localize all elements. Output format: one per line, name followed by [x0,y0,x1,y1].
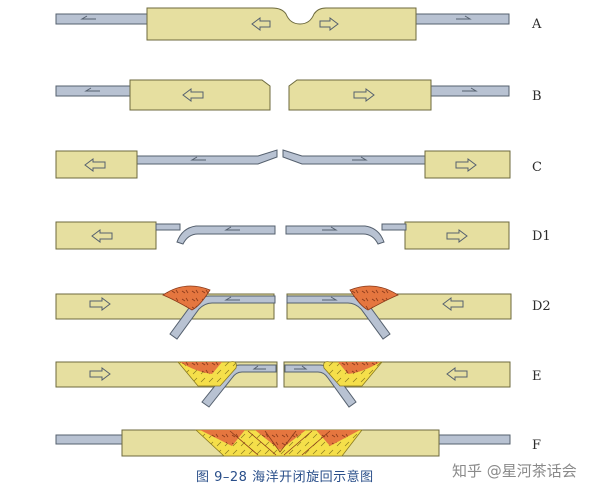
oceanic-plate-left [55,13,149,25]
figure-caption: 图 9–28 海洋开闭旋回示意图 [196,470,374,485]
oceanic-plate-left [155,223,181,231]
continent-left [55,150,138,179]
stage-label-a: A [532,17,542,32]
volcanic-arc-left [162,285,211,311]
motion-half-arrow-icon [456,15,472,20]
continent [146,7,417,41]
orogen-volcanic-zone [200,430,360,450]
oceanic-plate-right [282,149,427,165]
volcanic-arc-right [338,362,380,374]
rift-arrow-icon [251,17,271,31]
rift-arrow-icon [353,88,375,102]
motion-half-arrow-icon [224,226,240,231]
motion-half-arrow-icon [80,15,96,20]
motion-half-arrow-icon [252,365,266,370]
volcanic-arc-left [180,362,222,374]
rift-arrow-icon [182,88,204,102]
stage-label-f: F [532,438,542,453]
stage-label-d2: D2 [532,299,551,314]
orogen-suture-lines [229,430,331,456]
continent-right [404,221,510,250]
stage-label-c: C [532,160,542,175]
convergence-arrow-icon [442,297,464,311]
oceanic-plate-right [381,223,407,231]
continent-left [129,79,271,111]
volcanic-arc-right [349,285,399,311]
stage-label-b: B [532,89,542,104]
motion-half-arrow-icon [322,226,338,231]
motion-half-arrow-icon [462,87,478,92]
subducting-slab-left [176,225,276,245]
oceanic-plate-left [135,149,278,165]
convergence-arrow-icon [446,367,468,381]
stage-d1 [55,221,510,250]
rift-arrow-icon [91,229,113,243]
stage-b [55,79,510,111]
stage-label-d1: D1 [532,229,551,244]
continent-right [288,79,432,111]
stage-d2 [55,285,512,340]
stage-e [55,361,511,408]
motion-half-arrow-icon [322,296,338,301]
rift-arrow-icon [455,158,477,172]
stage-label-e: E [532,369,542,384]
oceanic-plate-right [437,434,511,445]
subducting-slab-right [285,225,385,245]
motion-half-arrow-icon [224,296,240,301]
convergence-arrow-icon [89,367,111,381]
rift-arrow-icon [319,17,339,31]
oceanic-plate-left [55,434,124,445]
rift-arrow-icon [84,158,106,172]
stage-a [55,7,510,41]
stage-f [55,429,511,457]
continent-left [55,221,157,250]
convergence-arrow-icon [89,297,111,311]
watermark: 知乎 @星河茶话会 [452,462,577,480]
motion-half-arrow-icon [294,365,308,370]
rift-arrow-icon [446,229,468,243]
motion-half-arrow-icon [84,87,100,92]
stage-c [55,149,511,179]
motion-half-arrow-icon [352,156,368,161]
continent-right [424,150,511,179]
motion-half-arrow-icon [190,156,206,161]
